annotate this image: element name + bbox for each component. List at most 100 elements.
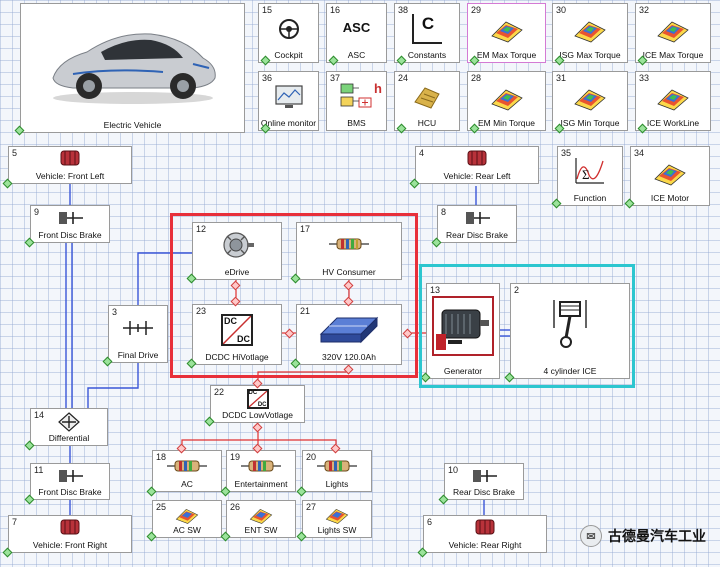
block-electric-vehicle[interactable]: Electric Vehicle xyxy=(20,3,245,133)
block-label: EM Min Torque xyxy=(477,118,535,128)
block-number: 4 xyxy=(419,148,425,158)
block-label: Constants xyxy=(407,50,447,60)
resistor-icon xyxy=(317,460,357,472)
block-number: 10 xyxy=(448,465,459,475)
block-label: Differential xyxy=(48,433,90,443)
block-ac[interactable]: 18 AC xyxy=(152,450,222,492)
block-number: 9 xyxy=(34,207,40,217)
surface-map-icon xyxy=(657,89,689,111)
block-label: Rear Disc Brake xyxy=(453,487,515,497)
block-number: 19 xyxy=(230,452,241,462)
block-lights-sw[interactable]: 27 Lights SW xyxy=(302,500,372,538)
block-dcdc-lowvoltage[interactable]: 22 DC DC DCDC LowVotlage xyxy=(210,385,305,423)
dcdc-glyph-top: DC xyxy=(248,390,258,396)
block-battery[interactable]: 21 320V 120.0Ah xyxy=(296,304,402,365)
block-isg-min-torque[interactable]: 31 ISG Min Torque xyxy=(552,71,628,131)
svg-text:Σ: Σ xyxy=(582,167,590,182)
block-vehicle-front-left[interactable]: 5 Vehicle: Front Left xyxy=(8,146,132,184)
final-drive-icon xyxy=(123,321,153,335)
block-lights[interactable]: 20 Lights xyxy=(302,450,372,492)
block-label: Lights SW xyxy=(317,525,357,535)
block-label: ICE Max Torque xyxy=(642,50,704,60)
wire-edrive-fd xyxy=(137,252,192,305)
block-number: 3 xyxy=(112,307,118,317)
wheel-icon xyxy=(475,519,495,535)
differential-icon xyxy=(58,412,80,432)
block-entertainment[interactable]: 19 Entertainment xyxy=(226,450,296,492)
block-number: 35 xyxy=(561,148,572,158)
block-label: Cockpit xyxy=(274,50,303,60)
block-label: DCDC HiVotlage xyxy=(205,352,269,362)
block-asc[interactable]: 16 ASC ASC xyxy=(326,3,387,63)
block-label: Rear Disc Brake xyxy=(446,230,508,240)
block-vehicle-front-right[interactable]: 7 Vehicle: Front Right xyxy=(8,515,132,553)
block-hcu[interactable]: 24 HCU xyxy=(394,71,460,131)
block-number: 16 xyxy=(330,5,341,15)
block-number: 33 xyxy=(639,73,650,83)
block-number: 30 xyxy=(556,5,567,15)
surface-map-icon xyxy=(654,164,686,186)
block-isg-max-torque[interactable]: 30 ISG Max Torque xyxy=(552,3,628,63)
block-generator[interactable]: 13 Generator xyxy=(426,283,500,379)
block-dcdc-hivoltage[interactable]: 23 DC DC DCDC HiVotlage xyxy=(192,304,282,365)
block-cockpit[interactable]: 15 Cockpit xyxy=(258,3,319,63)
block-edrive[interactable]: 12 eDrive xyxy=(192,222,282,280)
block-vehicle-rear-right[interactable]: 6 Vehicle: Rear Right xyxy=(423,515,547,553)
block-label: Generator xyxy=(443,366,483,376)
disc-brake-icon xyxy=(59,212,83,224)
function-icon: Σ xyxy=(575,158,604,184)
block-number: 6 xyxy=(427,517,433,527)
block-number: 11 xyxy=(34,465,44,475)
block-number: 29 xyxy=(471,5,482,15)
block-label: Front Disc Brake xyxy=(38,230,102,240)
block-label: Vehicle: Rear Left xyxy=(443,171,511,181)
block-ice-motor[interactable]: 34 ICE Motor xyxy=(630,146,710,206)
generator-icon xyxy=(432,296,494,356)
block-label: Front Disc Brake xyxy=(38,487,102,497)
block-differential[interactable]: 14 Differential xyxy=(30,408,108,446)
block-constants[interactable]: 38 C Constants xyxy=(394,3,460,63)
block-rear-disc-brake-1[interactable]: 8 Rear Disc Brake xyxy=(437,205,517,243)
block-em-max-torque[interactable]: 29 EM Max Torque xyxy=(467,3,546,63)
block-front-disc-brake-1[interactable]: 9 Front Disc Brake xyxy=(30,205,110,243)
constants-glyph: C xyxy=(421,14,435,33)
surface-map-icon xyxy=(175,508,199,524)
block-label: Entertainment xyxy=(234,479,288,489)
block-number: 8 xyxy=(441,207,447,217)
hcu-chip-icon xyxy=(414,87,440,109)
surface-map-icon xyxy=(574,89,606,111)
block-final-drive[interactable]: 3 Final Drive xyxy=(108,305,168,363)
dcdc-diagonal-icon xyxy=(248,391,267,407)
block-vehicle-rear-left[interactable]: 4 Vehicle: Rear Left xyxy=(415,146,539,184)
block-ice-workline[interactable]: 33 ICE WorkLine xyxy=(635,71,711,131)
block-function[interactable]: 35 Σ Function xyxy=(557,146,623,206)
block-label: ICE WorkLine xyxy=(646,118,700,128)
block-label: HCU xyxy=(417,118,437,128)
block-online-monitor[interactable]: 36 Online monitor xyxy=(258,71,319,131)
block-rear-disc-brake-2[interactable]: 10 Rear Disc Brake xyxy=(444,463,524,500)
block-label: 4 cylinder ICE xyxy=(543,366,597,376)
block-number: 20 xyxy=(306,452,317,462)
block-label: ENT SW xyxy=(244,525,278,535)
block-4-cylinder-ice[interactable]: 2 4 cylinder ICE xyxy=(510,283,630,379)
block-ent-sw[interactable]: 26 ENT SW xyxy=(226,500,296,538)
block-front-disc-brake-2[interactable]: 11 Front Disc Brake xyxy=(30,463,110,500)
block-number: 31 xyxy=(556,73,567,83)
block-number: 34 xyxy=(634,148,645,158)
block-label: eDrive xyxy=(224,267,250,277)
wheel-icon xyxy=(467,150,487,166)
block-label: ISG Min Torque xyxy=(560,118,620,128)
asc-icon: ASC xyxy=(342,20,371,35)
block-label: Function xyxy=(573,193,607,203)
block-em-min-torque[interactable]: 28 EM Min Torque xyxy=(467,71,546,131)
bms-icon xyxy=(340,83,371,108)
block-hv-consumer[interactable]: 17 HV Consumer xyxy=(296,222,402,280)
block-ac-sw[interactable]: 25 AC SW xyxy=(152,500,222,538)
block-ice-max-torque[interactable]: 32 ICE Max Torque xyxy=(635,3,711,63)
wheel-icon xyxy=(60,150,80,166)
block-bms[interactable]: 37 h BMS xyxy=(326,71,387,131)
block-label: HV Consumer xyxy=(322,267,376,277)
dcdc-diagonal-icon xyxy=(223,316,251,344)
block-number: 24 xyxy=(398,73,409,83)
electric-motor-icon xyxy=(223,232,254,258)
